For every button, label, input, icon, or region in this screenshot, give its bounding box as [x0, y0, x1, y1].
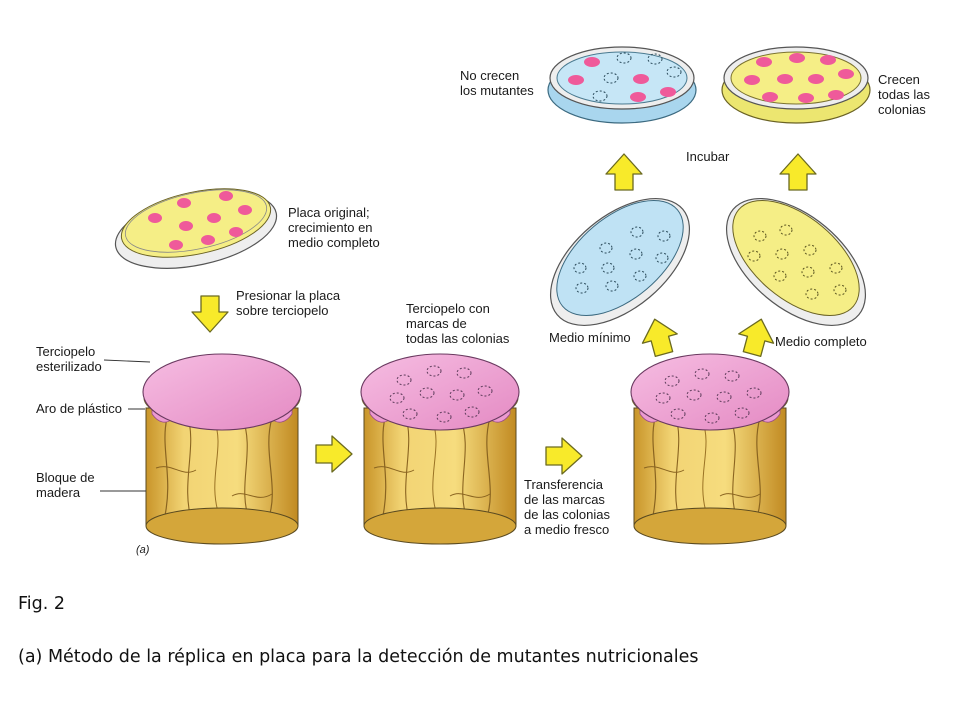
label-line: los mutantes — [460, 83, 534, 98]
label-line: Transferencia — [524, 477, 604, 492]
incubated-complete-plate — [721, 46, 871, 124]
arrow-up-complete — [733, 313, 780, 360]
label-line: madera — [36, 485, 81, 500]
incubated-minimal-plate — [547, 46, 697, 124]
label-line: todas las colonias — [406, 331, 510, 346]
figure-number: Fig. 2 — [18, 594, 66, 614]
arrow-up-minimal — [636, 313, 683, 360]
label-line: marcas de — [406, 316, 467, 331]
arrow-incubate-right — [779, 153, 817, 191]
label-line: Terciopelo — [36, 344, 95, 359]
arrow-press-down — [191, 295, 229, 333]
label-line: Bloque de — [36, 470, 95, 485]
label-line: Medio mínimo — [549, 330, 631, 345]
label-line: de las colonias — [524, 507, 610, 522]
label-line: Incubar — [686, 149, 730, 164]
label-line: crecimiento en — [288, 220, 373, 235]
label-panel-a: (a) — [136, 544, 150, 556]
label-line: Placa original; — [288, 205, 370, 220]
label-line: Aro de plástico — [36, 401, 122, 416]
label-aro-plastico: Aro de plástico — [36, 401, 122, 416]
label-line: esterilizado — [36, 359, 102, 374]
label-medio-minimo: Medio mínimo — [549, 330, 631, 345]
label-line: de las marcas — [524, 492, 605, 507]
wooden-block-3 — [630, 353, 790, 545]
colony-marks-block-2 — [389, 365, 493, 423]
label-medio-completo: Medio completo — [775, 334, 867, 349]
original-plate — [114, 188, 278, 269]
label-line: a medio fresco — [524, 522, 609, 537]
label-line: todas las — [878, 87, 931, 102]
minimal-medium-plate — [549, 197, 691, 327]
figure-caption: (a) Método de la réplica en placa para l… — [18, 647, 699, 667]
label-line: Crecen — [878, 72, 920, 87]
label-line: (a) — [136, 544, 150, 556]
arrow-incubate-left — [605, 153, 643, 191]
arrow-right-2 — [545, 437, 583, 475]
label-line: medio completo — [288, 235, 380, 250]
complete-medium-plate — [725, 197, 867, 327]
label-line: sobre terciopelo — [236, 303, 329, 318]
label-line: colonias — [878, 102, 926, 117]
label-line: Medio completo — [775, 334, 867, 349]
wooden-block-2 — [360, 353, 520, 545]
wooden-block-1 — [142, 353, 302, 545]
label-incubar: Incubar — [686, 149, 730, 164]
label-line: Terciopelo con — [406, 301, 490, 316]
label-line: Presionar la placa — [236, 288, 341, 303]
arrow-right-1 — [315, 435, 353, 473]
leader-lines — [100, 359, 151, 492]
colony-marks-block-3 — [655, 368, 762, 424]
label-line: No crecen — [460, 68, 519, 83]
